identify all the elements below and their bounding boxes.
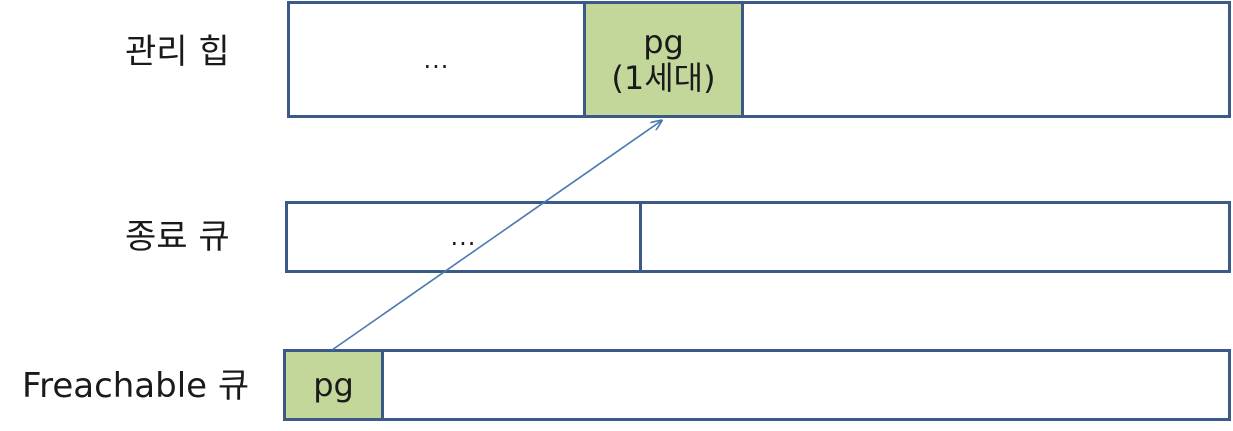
managed-heap-free-space [744,4,1228,115]
finalization-queue-ellipsis: ... [450,223,477,251]
freachable-queue-pg-name: pg [313,366,354,404]
finalization-queue-ellipsis-cell: ... [288,204,642,270]
managed-heap-pg-name: pg [643,22,684,61]
freachable-queue-pg-object: pg [286,352,384,418]
managed-heap-ellipsis: ... [423,45,450,74]
managed-heap-pg-generation: (1세대) [611,58,716,97]
managed-heap-label: 관리 힙 [125,32,230,72]
finalization-queue-bar: ... [285,201,1231,273]
managed-heap-ellipsis-cell: ... [290,4,586,115]
managed-heap-bar: ... pg (1세대) [287,1,1231,118]
freachable-queue-label: Freachable 큐 [22,366,250,406]
freachable-queue-free-space [384,352,1228,418]
freachable-queue-bar: pg [283,349,1231,421]
finalization-queue-free-space [642,204,1228,270]
finalization-queue-label: 종료 큐 [125,217,230,257]
managed-heap-pg-object: pg (1세대) [586,4,744,115]
